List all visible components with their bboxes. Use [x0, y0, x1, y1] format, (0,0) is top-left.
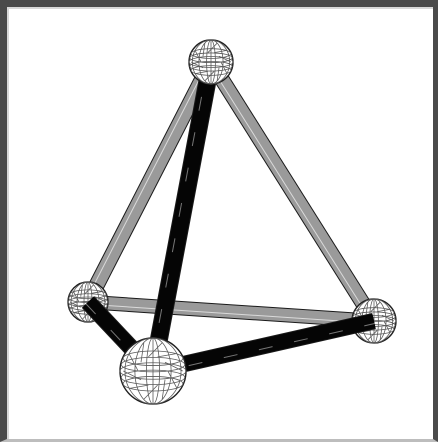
back-edges	[86, 61, 374, 323]
node-front-sphere[interactable]	[120, 338, 186, 404]
edge-left-right	[88, 302, 374, 323]
edge-apex-right	[209, 62, 374, 322]
node-apex-sphere[interactable]	[189, 40, 233, 84]
